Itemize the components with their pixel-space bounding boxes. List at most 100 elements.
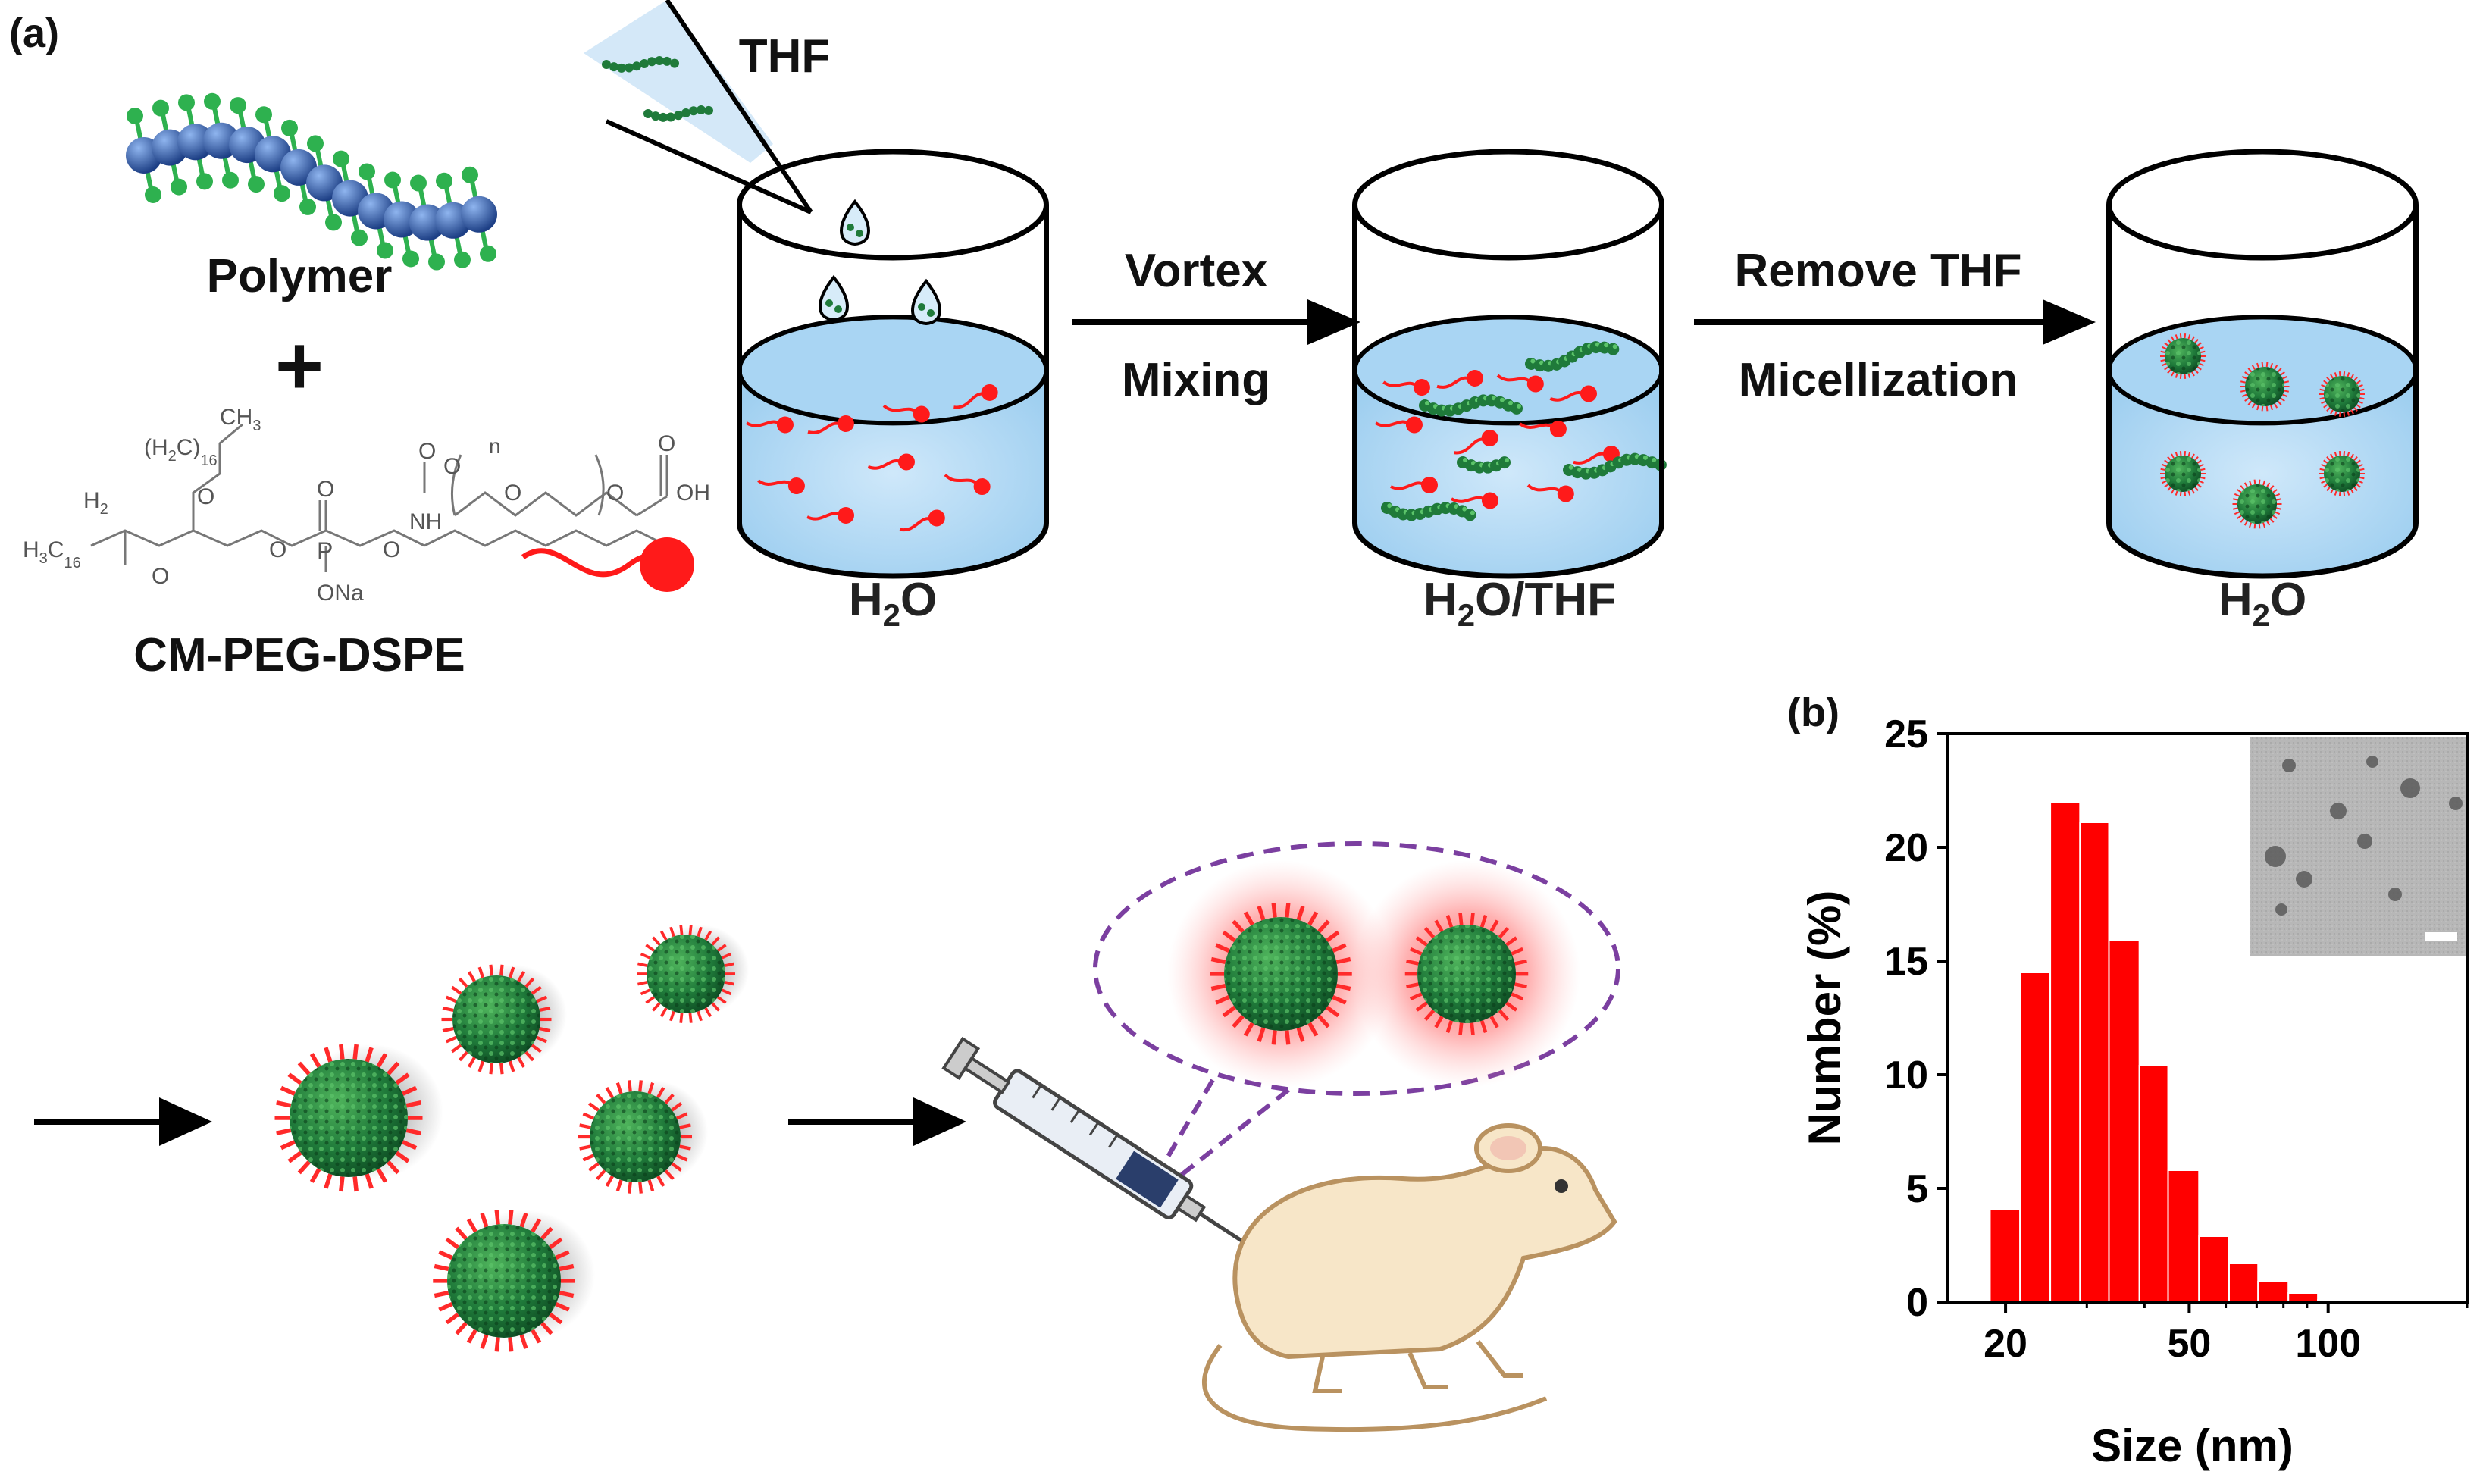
mouse-illustration	[1201, 1123, 1617, 1432]
svg-text:O: O	[383, 537, 400, 562]
thf-label: THF	[739, 30, 831, 83]
x-tick-label: 100	[2295, 1322, 2361, 1366]
svg-text:NH: NH	[409, 509, 442, 534]
polymer-strand-bead	[651, 111, 660, 121]
y-tick-label: 5	[1906, 1167, 1928, 1211]
polymer-strand-bead	[666, 112, 675, 122]
step-arrow-remove-thf	[1694, 299, 2096, 345]
micelle	[578, 1080, 692, 1194]
histogram-bar-8	[2198, 1235, 2230, 1303]
polymer-strand-bead	[643, 109, 653, 118]
polymer-bead	[177, 124, 214, 161]
step-arrow-vortex	[1072, 299, 1360, 345]
svg-text:OH: OH	[676, 481, 710, 506]
plus-sign: +	[275, 319, 324, 412]
svg-text:(H2C)16: (H2C)16	[144, 435, 218, 469]
lipid-molecule	[1526, 484, 1574, 502]
x-tick-label: 20	[1984, 1322, 2027, 1366]
polymer-strand	[1419, 394, 1523, 417]
lipid-molecule	[867, 453, 915, 471]
arrow-to-injection	[788, 1097, 966, 1146]
thf-pipette	[584, 0, 813, 214]
y-tick-label: 20	[1884, 826, 1928, 870]
polymer-strand-bead	[659, 112, 668, 122]
arrow-to-micelles	[34, 1097, 212, 1146]
beaker3-caption: H2O	[2218, 574, 2306, 633]
svg-text:O: O	[152, 564, 169, 589]
micelle	[637, 925, 735, 1023]
polymer-strand-bead	[632, 61, 641, 71]
micelle	[2160, 451, 2206, 496]
plot-frame	[1946, 732, 2469, 1304]
lipid-molecule	[807, 415, 854, 434]
thf-droplets	[819, 199, 941, 326]
svg-text:O: O	[658, 431, 675, 456]
lipid-tadpole-icon	[521, 537, 694, 592]
histogram-bar-2	[2019, 972, 2052, 1303]
polymer-strand-bead	[689, 106, 698, 116]
tem-particle	[2388, 888, 2402, 901]
lipid-molecule	[1454, 429, 1498, 455]
micelle	[2319, 371, 2365, 417]
tem-particle	[2366, 756, 2378, 768]
beaker-micelles	[2106, 149, 2419, 579]
micelle	[433, 1210, 575, 1352]
polymer-bead	[461, 196, 497, 233]
polymer-strand-bead	[704, 105, 713, 115]
lipid-label: CM-PEG-DSPE	[133, 629, 465, 681]
polymer-label: Polymer	[207, 250, 393, 302]
tem-particle	[2400, 778, 2420, 798]
polymer-strand-bead	[640, 59, 649, 69]
polymer-strand-bead	[697, 105, 706, 115]
y-axis-label: Number (%)	[1799, 891, 1850, 1146]
x-tick-label: 50	[2167, 1322, 2211, 1366]
micelle	[2232, 479, 2282, 529]
panel-b-label: (b)	[1787, 690, 1840, 735]
polymer-strand-bead	[662, 56, 672, 66]
micelle	[2240, 362, 2290, 412]
thf-droplet	[911, 278, 941, 326]
tem-particle	[2275, 903, 2287, 916]
lipid-molecule	[1390, 477, 1438, 493]
svg-text:O: O	[504, 481, 521, 506]
micelle	[2319, 451, 2365, 496]
lipid-molecule	[1519, 421, 1567, 438]
histogram-bar-1	[1989, 1208, 2021, 1303]
lipid-molecule	[1549, 385, 1597, 402]
micelle	[274, 1044, 423, 1192]
syringe-icon	[941, 1036, 1260, 1254]
lipid-molecule	[882, 404, 930, 423]
chemical-structure	[90, 423, 668, 572]
micelle	[2160, 333, 2206, 379]
histogram-bar-10	[2257, 1281, 2290, 1303]
y-tick-label: 25	[1884, 712, 1928, 756]
svg-text:H3C16: H3C16	[23, 537, 81, 571]
polymer-strand	[1563, 452, 1667, 480]
step1-line2: Mixing	[1122, 354, 1270, 406]
step2-line1: Remove THF	[1735, 245, 2022, 297]
glowing-micelles	[1210, 903, 1529, 1045]
micelle	[441, 964, 552, 1075]
chemical-structure-labels: CH3 (H2C)16 H2 H3C16 O O O O P ONa O O O…	[23, 405, 710, 606]
lipid-molecule	[1496, 374, 1544, 393]
mouse-eye	[1555, 1179, 1568, 1193]
polymer-strand	[1457, 456, 1511, 474]
lipid-molecule	[1436, 369, 1483, 389]
polymer-strand-bead	[670, 58, 679, 68]
svg-text:O: O	[269, 537, 286, 562]
svg-text:n: n	[489, 434, 501, 458]
tem-inset	[2250, 737, 2466, 956]
beaker1-caption: H2O	[849, 574, 937, 633]
step2-line2: Micellization	[1739, 354, 2018, 406]
histogram-bar-3	[2049, 801, 2081, 1303]
polymer-chain-illustration	[126, 92, 497, 271]
lipid-molecule	[1374, 416, 1423, 434]
svg-text:ONa: ONa	[317, 581, 364, 606]
step1-line1: Vortex	[1125, 245, 1268, 297]
lipid-molecule	[806, 507, 854, 524]
thf-droplet	[819, 274, 849, 322]
x-axis-label: Size (nm)	[2091, 1420, 2294, 1471]
svg-text:O: O	[197, 484, 214, 509]
